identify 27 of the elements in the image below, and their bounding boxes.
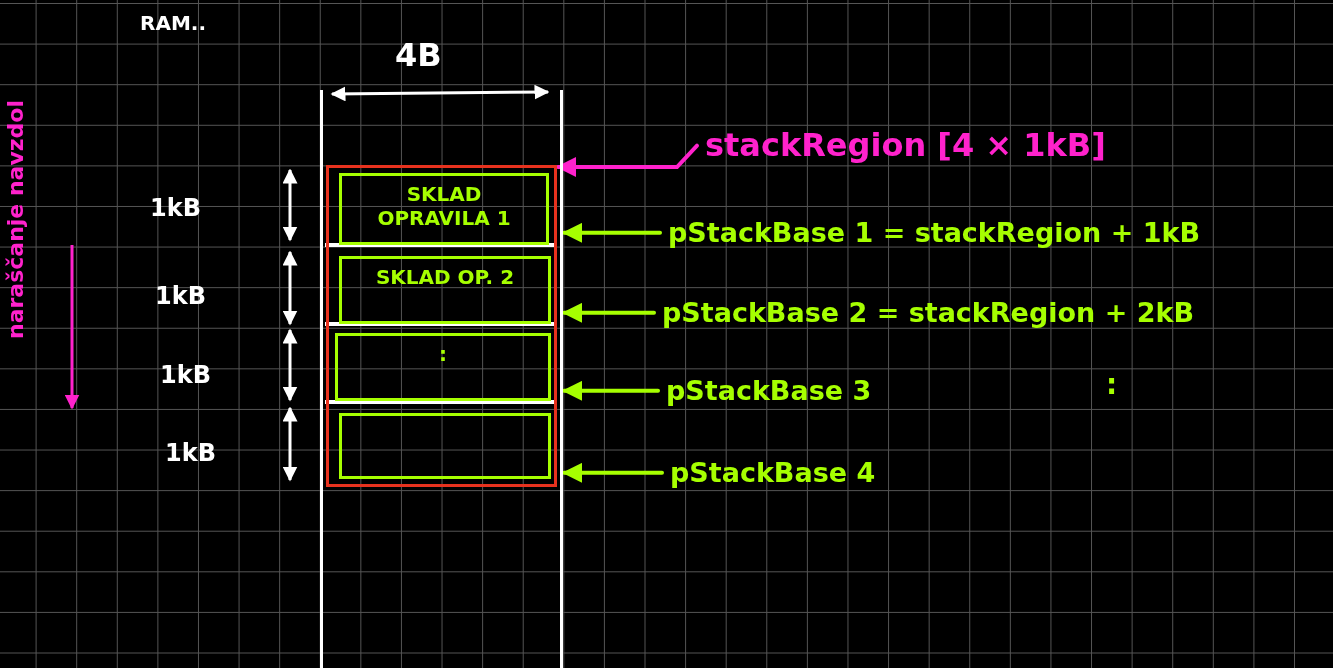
memory-block [335, 333, 551, 401]
block-label: SKLAD OPRAVILA 1 [376, 182, 512, 230]
memory-block [339, 173, 549, 245]
memory-block [339, 413, 551, 479]
region-annotation: stackRegion [4 × 1kB] [705, 128, 1106, 164]
memory-column [320, 90, 563, 668]
arrow [562, 380, 660, 401]
arrow [562, 302, 656, 323]
block-label: SKLAD OP. 2 [374, 265, 516, 289]
memory-block [339, 256, 551, 324]
arrow [556, 143, 699, 177]
block-label: : [438, 342, 448, 366]
arrow [562, 462, 664, 483]
dimension-label: 4B [395, 38, 442, 74]
memory-title: RAM.. [140, 12, 206, 34]
pointer-annotation: pStackBase 3 [666, 376, 872, 406]
direction-note: naraščanje navzdol [4, 100, 29, 340]
dimension-label: 1kB [150, 195, 201, 222]
ellipsis-mark: : [1106, 370, 1118, 401]
pointer-annotation: pStackBase 4 [670, 458, 876, 488]
dimension-label: 1kB [160, 362, 211, 389]
region-outline [326, 165, 557, 487]
dimension-label: 1kB [165, 440, 216, 467]
dimension-label: 1kB [155, 283, 206, 310]
pointer-annotation: pStackBase 1 = stackRegion + 1kB [668, 218, 1200, 248]
arrow [562, 222, 662, 243]
pointer-annotation: pStackBase 2 = stackRegion + 2kB [662, 298, 1194, 328]
